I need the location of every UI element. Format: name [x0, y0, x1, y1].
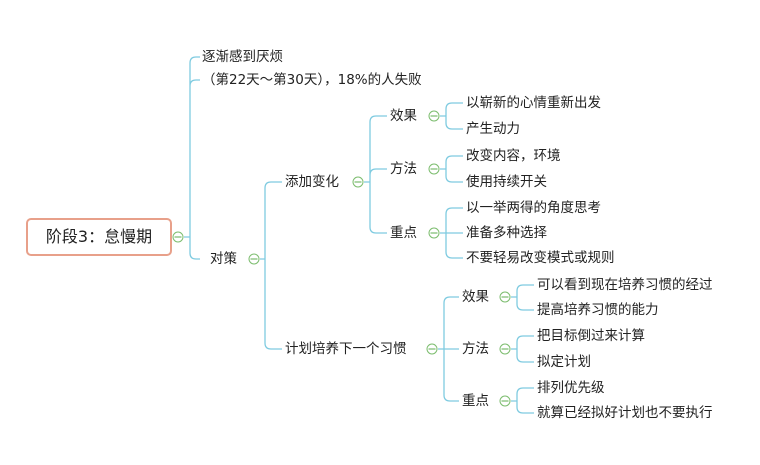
- collapse-toggle-icon[interactable]: [499, 395, 511, 407]
- node-b-effect-item-2[interactable]: 提高培养习惯的能力: [537, 302, 659, 318]
- node-b-key-item-1[interactable]: 排列优先级: [537, 380, 605, 396]
- node-add-change[interactable]: 添加变化: [285, 174, 339, 190]
- collapse-toggle-icon[interactable]: [499, 291, 511, 303]
- node-b-key[interactable]: 重点: [462, 393, 489, 409]
- collapse-toggle-icon[interactable]: [352, 176, 364, 188]
- node-a-effect-item-2[interactable]: 产生动力: [466, 121, 520, 137]
- collapse-toggle-icon[interactable]: [428, 110, 440, 122]
- node-b-key-item-2[interactable]: 就算已经拟好计划也不要执行: [537, 405, 713, 421]
- collapse-toggle-icon[interactable]: [172, 231, 184, 243]
- node-a-method-item-1[interactable]: 改变内容，环境: [466, 148, 561, 164]
- collapse-toggle-icon[interactable]: [248, 253, 260, 265]
- node-b-effect-item-1[interactable]: 可以看到现在培养习惯的经过: [537, 277, 713, 293]
- connector-path: [184, 56, 534, 414]
- node-b-method-item-1[interactable]: 把目标倒过来计算: [537, 328, 645, 344]
- node-symptom-failure[interactable]: （第22天～第30天），18%的人失败: [202, 72, 422, 88]
- node-a-key-item-2[interactable]: 准备多种选择: [466, 225, 547, 241]
- node-plan-next-habit[interactable]: 计划培养下一个习惯: [285, 341, 407, 357]
- collapse-toggle-icon[interactable]: [428, 227, 440, 239]
- node-a-method[interactable]: 方法: [390, 161, 417, 177]
- root-node[interactable]: 阶段3：怠慢期: [26, 218, 172, 256]
- node-a-effect[interactable]: 效果: [390, 108, 417, 124]
- node-strategy[interactable]: 对策: [210, 251, 237, 267]
- node-b-method[interactable]: 方法: [462, 341, 489, 357]
- node-a-method-item-2[interactable]: 使用持续开关: [466, 174, 547, 190]
- collapse-toggle-icon[interactable]: [499, 343, 511, 355]
- node-symptom-bored[interactable]: 逐渐感到厌烦: [202, 49, 283, 65]
- node-b-effect[interactable]: 效果: [462, 289, 489, 305]
- node-a-key[interactable]: 重点: [390, 225, 417, 241]
- collapse-toggle-icon[interactable]: [428, 163, 440, 175]
- node-a-effect-item-1[interactable]: 以崭新的心情重新出发: [466, 95, 601, 111]
- collapse-toggle-icon[interactable]: [426, 343, 438, 355]
- node-a-key-item-3[interactable]: 不要轻易改变模式或规则: [466, 250, 615, 266]
- node-a-key-item-1[interactable]: 以一举两得的角度思考: [466, 200, 601, 216]
- node-b-method-item-2[interactable]: 拟定计划: [537, 354, 591, 370]
